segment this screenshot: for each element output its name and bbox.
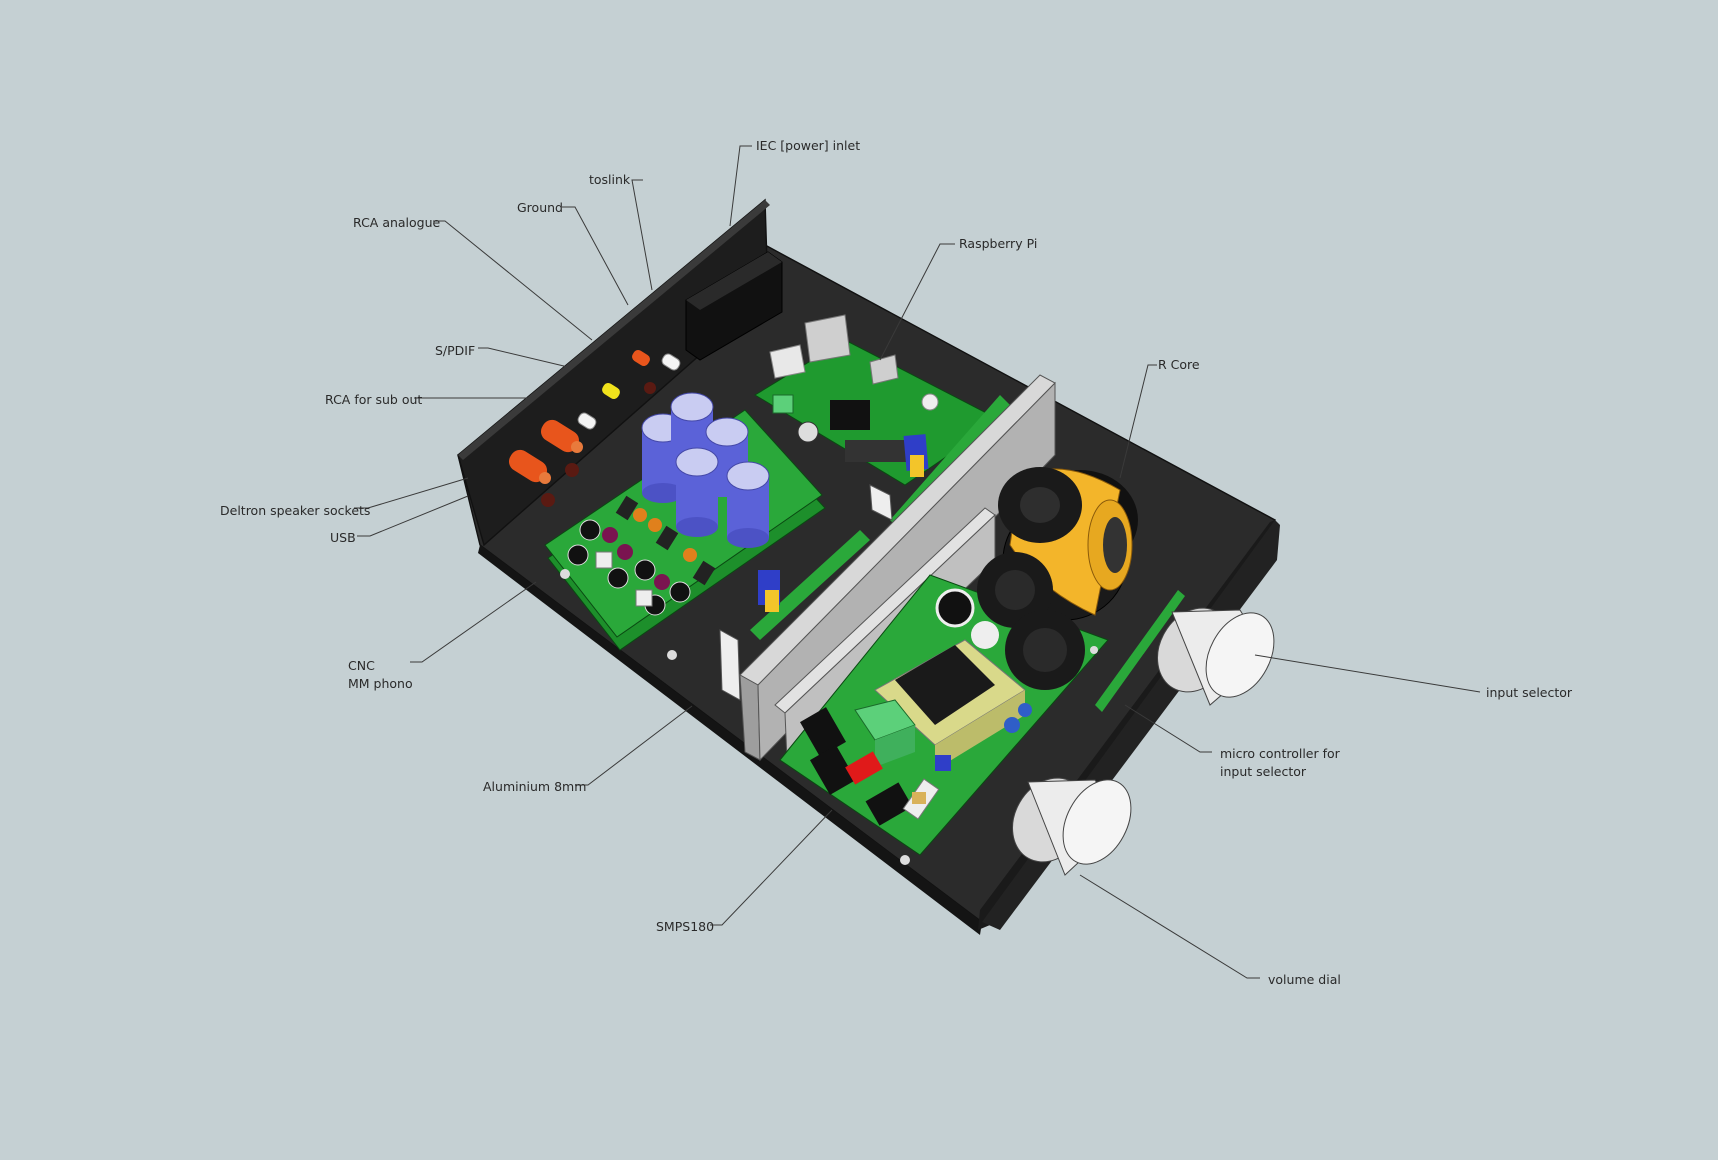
label-smps: SMPS180	[656, 919, 714, 934]
micro-controller-board	[1095, 590, 1185, 712]
label-mm-phono: MM phono	[348, 676, 413, 691]
label-r-core: R Core	[1158, 357, 1200, 372]
raspberry-pi-board	[754, 314, 1001, 486]
label-cnc: CNC	[348, 658, 375, 673]
label-spdif: S/PDIF	[435, 343, 475, 358]
label-usb: USB	[330, 530, 356, 545]
small-capacitors	[567, 495, 716, 616]
label-micro-controller-line1: micro controller for	[1220, 746, 1341, 761]
iec-inlet-block	[685, 251, 783, 361]
label-iec-inlet: IEC [power] inlet	[756, 138, 860, 153]
label-ground: Ground	[517, 200, 563, 215]
rear-panel-top-edge	[458, 200, 770, 460]
label-aluminium: Aluminium 8mm	[483, 779, 586, 794]
label-micro-controller-line2: input selector	[1220, 764, 1307, 779]
label-volume-dial: volume dial	[1268, 972, 1341, 987]
label-raspberry-pi: Raspberry Pi	[959, 236, 1037, 251]
leader-lines	[354, 145, 1481, 979]
label-rca-analogue: RCA analogue	[353, 215, 441, 230]
label-input-selector: input selector	[1486, 685, 1573, 700]
phono-board	[544, 392, 826, 660]
label-toslink: toslink	[589, 172, 631, 187]
chassis-side-edge	[478, 545, 982, 935]
label-deltron-sockets: Deltron speaker sockets	[220, 503, 370, 518]
volume-dial-knob	[1012, 777, 1132, 876]
smps-board	[779, 552, 1109, 865]
label-rca-sub-out: RCA for sub out	[325, 392, 422, 407]
input-selector-knob	[1157, 607, 1275, 706]
callout-labels: IEC [power] inlet toslink Ground RCA ana…	[220, 138, 1573, 987]
rear-connectors	[508, 350, 681, 507]
filter-capacitors	[641, 392, 770, 548]
